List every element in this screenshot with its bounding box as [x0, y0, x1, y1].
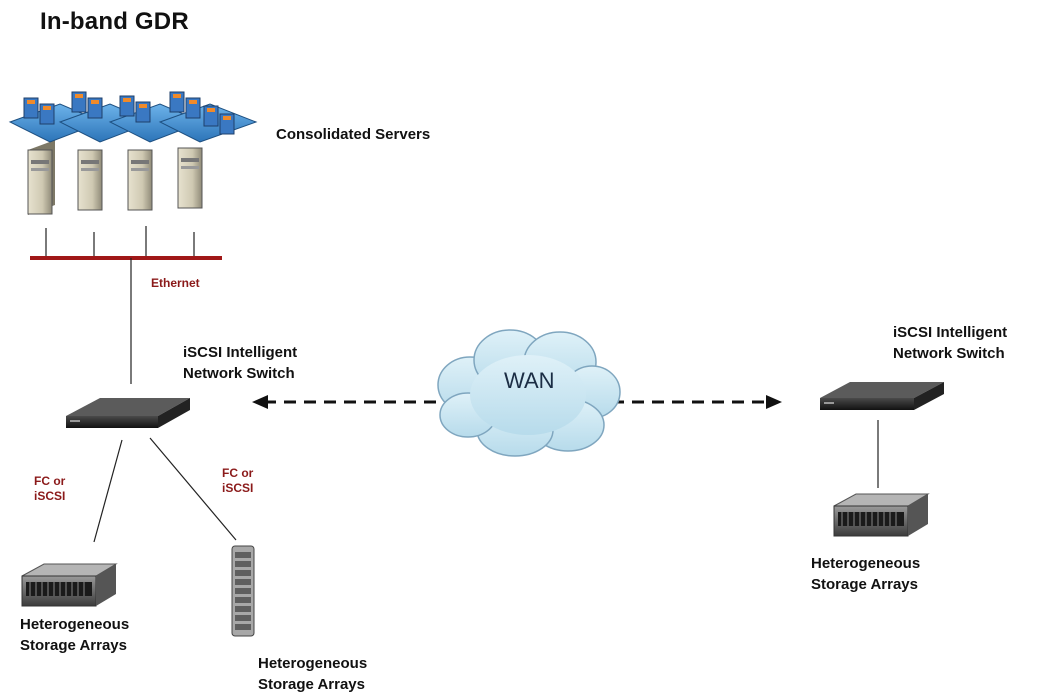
- arrow-left-icon: [252, 395, 268, 409]
- wan-label: WAN: [504, 368, 555, 393]
- storage-left-label-line1: Heterogeneous: [20, 616, 130, 633]
- fc-iscsi-label-right: FC or iSCSI: [222, 466, 253, 496]
- storage-tower-icon: [231, 545, 255, 637]
- server-tower: [127, 149, 153, 211]
- fc-iscsi-label-left-line2: iSCSI: [34, 489, 66, 503]
- server-tower: [77, 149, 103, 211]
- consolidated-servers-icon: [8, 91, 258, 215]
- network-switch-icon: [820, 382, 944, 410]
- fc-iscsi-label-left: FC or iSCSI: [34, 474, 65, 504]
- storage-left-label: Heterogeneous Storage Arrays: [20, 614, 129, 656]
- server-tower: [177, 147, 203, 209]
- wan-cloud-icon: [437, 329, 621, 457]
- right-switch-label: iSCSI Intelligent Network Switch: [893, 322, 1007, 364]
- arrow-right-icon: [766, 395, 782, 409]
- server-links: [45, 226, 195, 257]
- fc-iscsi-label-right-line1: FC or: [222, 466, 254, 480]
- fc-iscsi-label-right-line2: iSCSI: [222, 481, 254, 495]
- server-tower: [27, 140, 55, 215]
- right-switch-label-line2: Network Switch: [893, 345, 1005, 362]
- storage-left-label-line2: Storage Arrays: [20, 637, 127, 654]
- diagram-title: In-band GDR: [40, 8, 189, 35]
- left-switch-label: iSCSI Intelligent Network Switch: [183, 342, 297, 384]
- left-switch-label-line1: iSCSI Intelligent: [183, 344, 298, 361]
- consolidated-servers-label: Consolidated Servers: [276, 126, 431, 143]
- storage-array-icon: [21, 563, 118, 607]
- storage-middle-label-line1: Heterogeneous: [258, 655, 368, 672]
- storage-right-label-line2: Storage Arrays: [811, 576, 918, 593]
- storage-right-label-line1: Heterogeneous: [811, 555, 921, 572]
- storage-right-label: Heterogeneous Storage Arrays: [811, 553, 920, 595]
- network-switch-icon: [66, 398, 190, 428]
- fc-iscsi-label-left-line1: FC or: [34, 474, 66, 488]
- fc-iscsi-link: [93, 439, 123, 543]
- storage-array-icon: [833, 493, 930, 537]
- storage-middle-label: Heterogeneous Storage Arrays: [258, 653, 367, 695]
- fc-iscsi-link: [149, 437, 237, 541]
- storage-middle-label-line2: Storage Arrays: [258, 676, 365, 693]
- left-switch-label-line2: Network Switch: [183, 365, 295, 382]
- right-switch-label-line1: iSCSI Intelligent: [893, 324, 1008, 341]
- ethernet-label: Ethernet: [151, 276, 200, 290]
